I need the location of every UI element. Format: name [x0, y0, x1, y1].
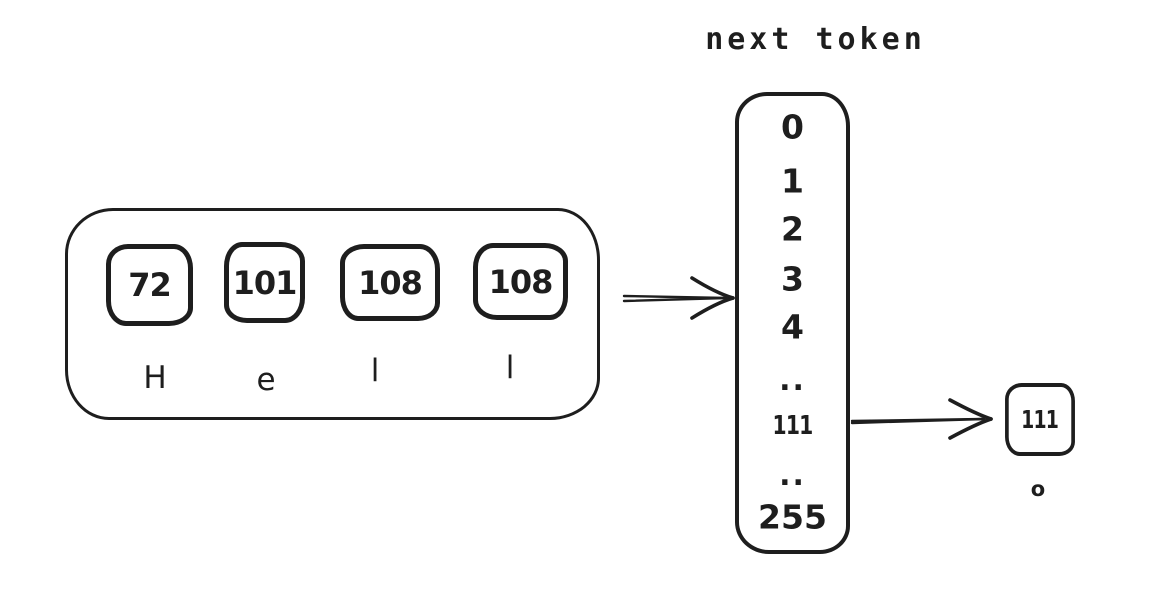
vocab-item: 1: [781, 161, 804, 201]
token-byte: 101: [232, 263, 298, 302]
token-box: 108: [340, 244, 440, 321]
vocab-ellipsis: ..: [779, 363, 806, 398]
arrow-right-icon: [622, 276, 735, 320]
vocab-ellipsis: ..: [779, 458, 806, 493]
output-token-char: o: [1030, 477, 1046, 501]
token-box: 72: [106, 244, 193, 326]
token-byte: 108: [488, 262, 554, 301]
vocab-item: 3: [781, 259, 804, 299]
vocab-item: 0: [781, 107, 804, 147]
token-char: l: [370, 353, 380, 389]
vocab-item-highlight: 111: [772, 411, 814, 441]
vocab-item: 255: [758, 497, 827, 537]
vocab-column: 0 1 2 3 4 .. 111 .. 255: [735, 92, 850, 554]
token-char: H: [143, 360, 167, 396]
token-byte: 72: [128, 266, 172, 304]
vocab-column-title: next token: [705, 22, 926, 57]
token-char: e: [256, 362, 276, 398]
token-char: l: [505, 350, 515, 386]
token-box: 108: [473, 243, 568, 320]
token-byte: 108: [358, 263, 423, 302]
output-token-box: 111: [1005, 383, 1075, 456]
arrow-right-icon: [850, 398, 993, 440]
vocab-item: 4: [781, 307, 804, 347]
vocab-item: 2: [781, 209, 804, 249]
token-box: 101: [224, 242, 305, 323]
input-sequence-container: 72 101 108 108 H e l l: [65, 208, 600, 420]
output-token-byte: 111: [1021, 405, 1059, 434]
